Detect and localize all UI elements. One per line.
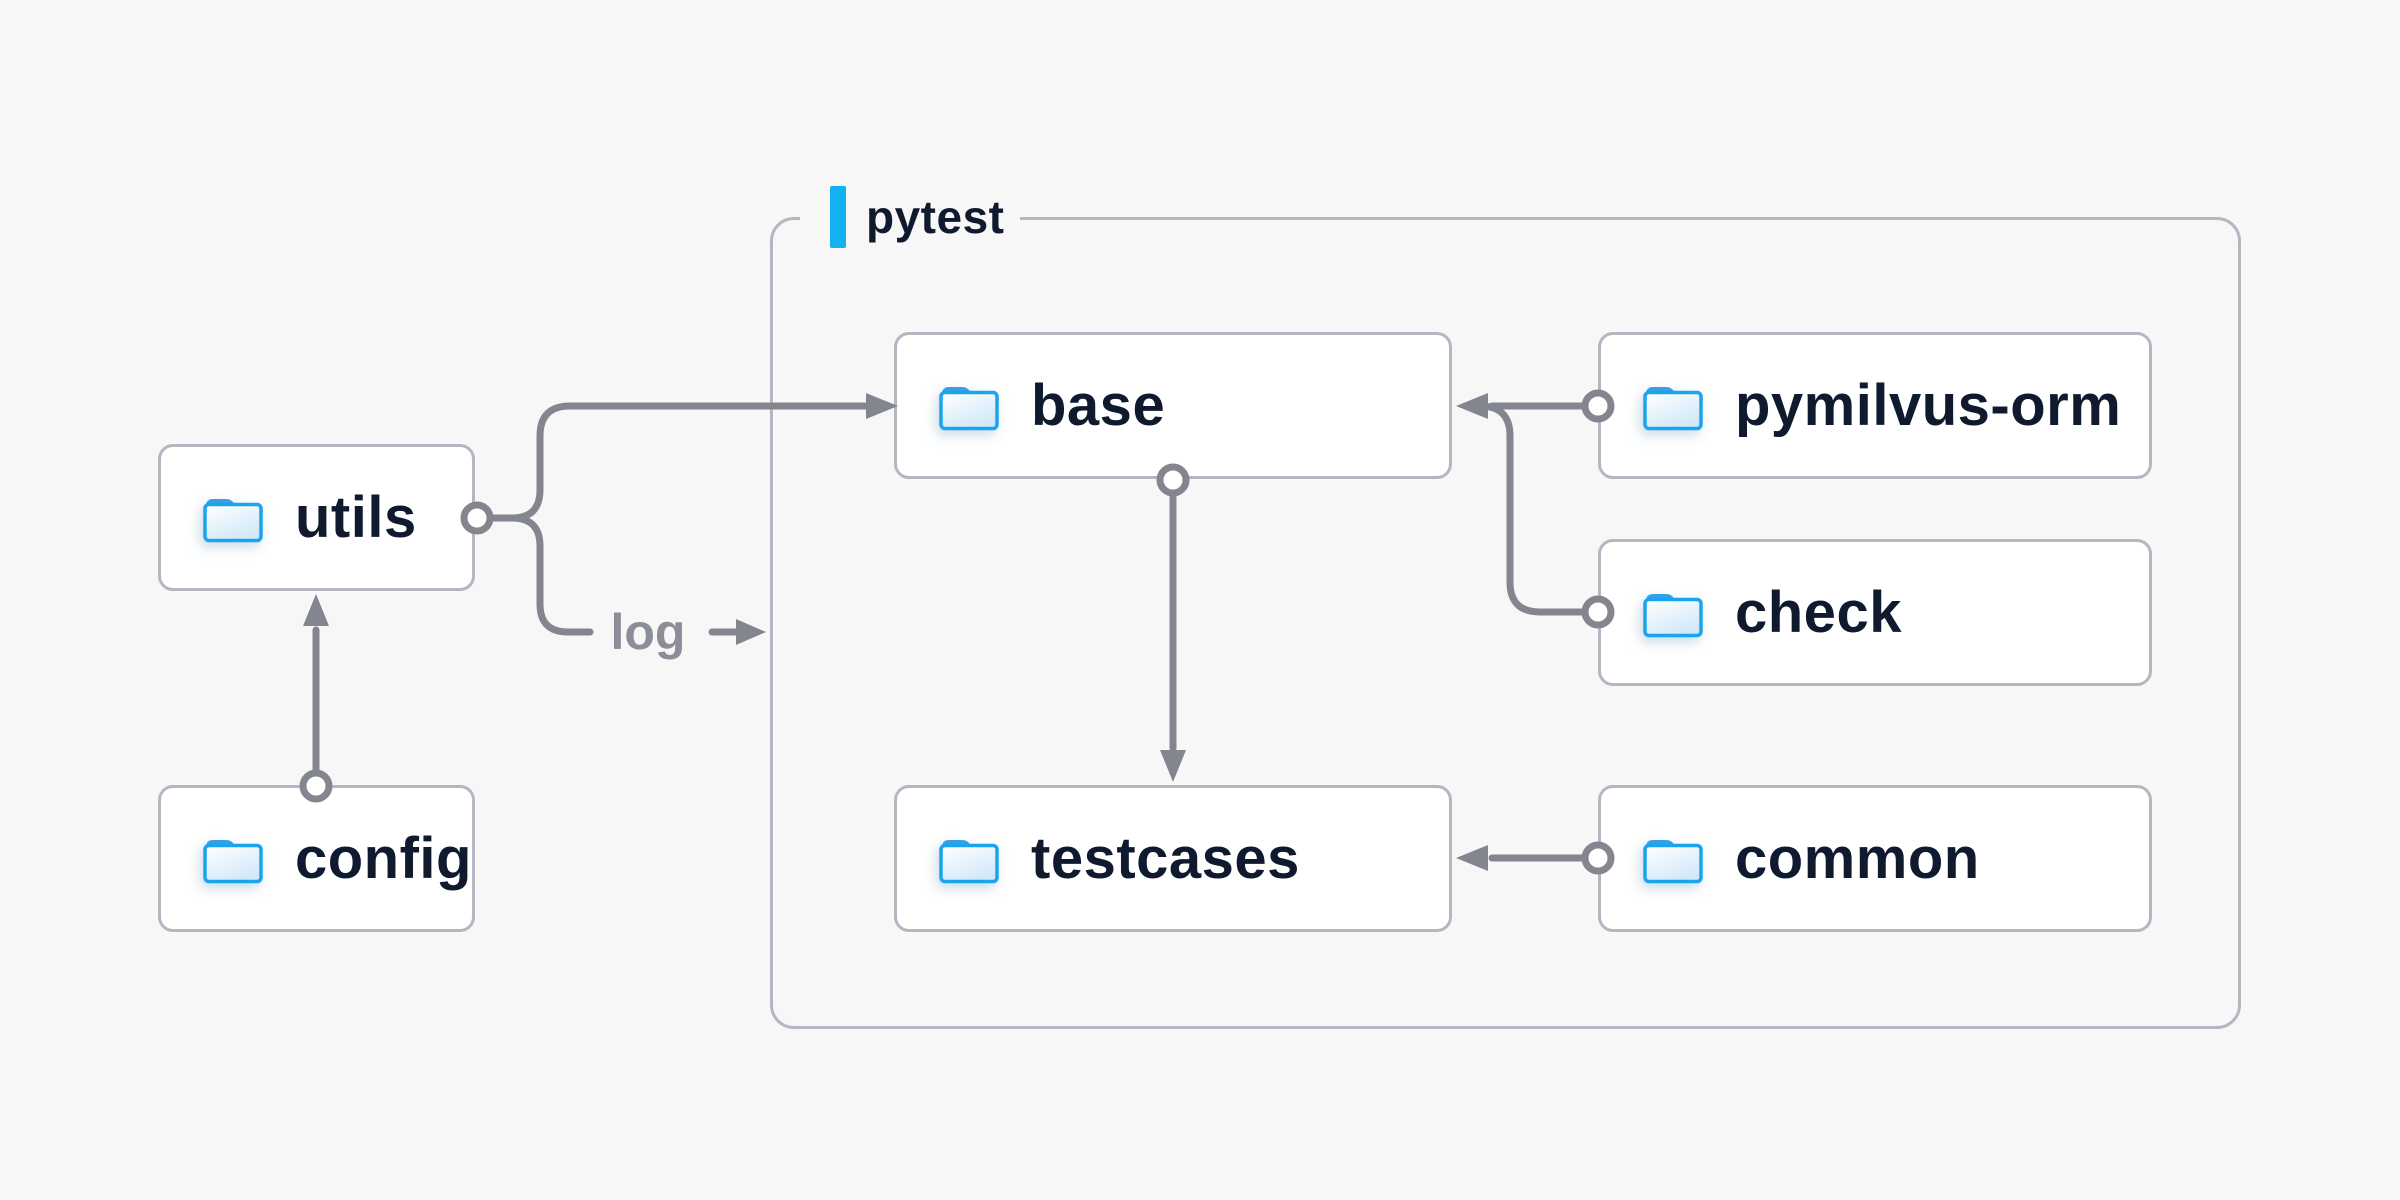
node-base: base: [894, 332, 1452, 479]
folder-icon: [1643, 386, 1703, 430]
arrowhead: [303, 594, 329, 626]
edge-config-utils: [299, 594, 333, 803]
folder-icon: [1643, 593, 1703, 637]
node-label: check: [1735, 580, 1902, 645]
folder-icon: [203, 839, 263, 883]
pytest-group-label: pytest: [800, 186, 1021, 248]
node-label: testcases: [1031, 826, 1300, 891]
node-check: check: [1598, 539, 2152, 686]
folder-icon: [939, 839, 999, 883]
folder-icon: [1643, 839, 1703, 883]
node-testcases: testcases: [894, 785, 1452, 932]
node-common: common: [1598, 785, 2152, 932]
node-config: config: [158, 785, 475, 932]
folder-icon: [203, 498, 263, 542]
accent-bar: [830, 186, 846, 248]
log-arrow-icon: [736, 619, 766, 645]
pytest-group-container: [770, 217, 2241, 1029]
node-pymilvus-orm: pymilvus-orm: [1598, 332, 2152, 479]
node-label: pymilvus-orm: [1735, 373, 2122, 438]
node-label: utils: [295, 485, 417, 550]
node-label: base: [1031, 373, 1166, 438]
folder-icon: [939, 386, 999, 430]
pytest-group-title: pytest: [866, 191, 1005, 243]
node-label: common: [1735, 826, 1980, 891]
node-utils: utils: [158, 444, 475, 591]
edge-label-log: log: [610, 604, 686, 660]
node-label: config: [295, 826, 472, 891]
